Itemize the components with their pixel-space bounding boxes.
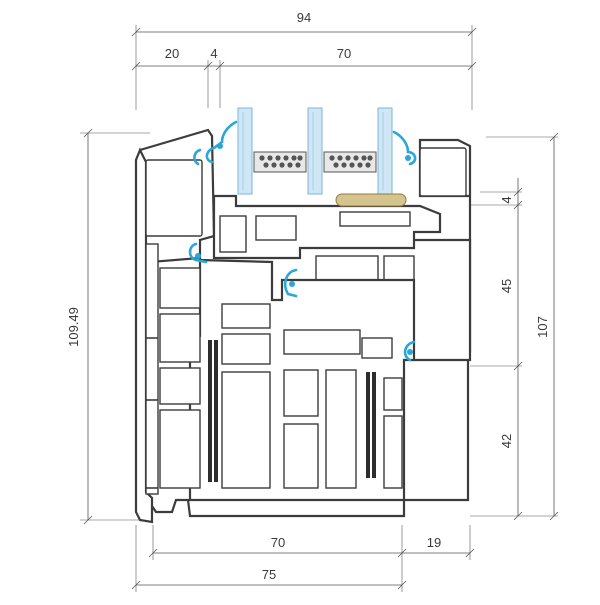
dimension-labels: 94 20 4 70 109.49 107 4 45 42 70 19 75 [66,10,550,582]
dim-left-height: 109.49 [66,307,81,347]
gasket-seal [392,130,417,166]
gasket-seal [188,242,208,264]
glazing-block [335,193,407,207]
gasket-seal [193,148,202,166]
dim-bottom-frame: 75 [262,567,276,582]
glass-pane [307,107,323,195]
dimension-lines [80,25,559,592]
glazing-spacer [253,151,307,173]
glass-pane [237,107,253,195]
glazing-spacer [323,151,377,173]
dim-top-segment-3: 70 [337,46,351,61]
sash-profile [159,194,442,502]
dim-right-overall: 107 [535,316,550,338]
dim-bottom-sash: 70 [271,535,285,550]
dim-right-segment-1: 4 [499,196,514,203]
dim-top-overall: 94 [297,10,311,25]
dim-right-segment-2: 45 [499,279,514,293]
glazing-unit [237,107,407,207]
dim-right-segment-3: 42 [499,434,514,448]
gasket-seal [403,340,416,362]
dim-bottom-overlap: 19 [427,535,441,550]
steel-reinforcement [208,340,376,482]
gasket-seals [188,120,417,362]
gasket-seal [283,268,298,298]
dim-top-segment-1: 20 [165,46,179,61]
glass-pane [377,107,393,195]
dim-top-segment-2: 4 [210,46,217,61]
